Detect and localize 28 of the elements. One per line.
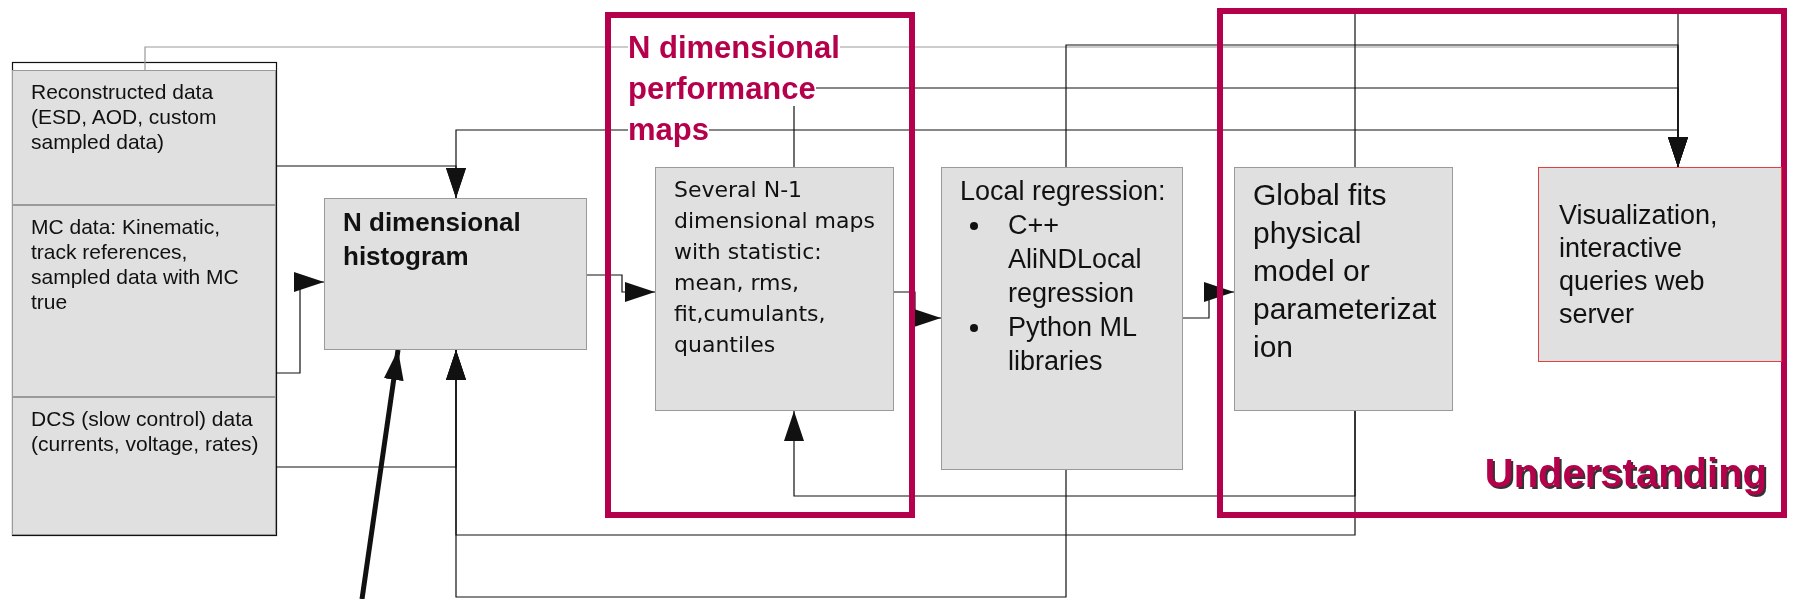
bullet-text: C++ AliNDLocal regression: [1008, 210, 1142, 308]
box-text: Reconstructed data (ESD, AOD, custom sampled data): [30, 79, 218, 154]
process-box: [655, 167, 894, 411]
group-frame: [605, 12, 915, 518]
arrow: [784, 410, 1356, 497]
box-text: N dimensional histogram: [342, 206, 522, 273]
process-box: [324, 198, 587, 350]
box-text: Visualization, interactive queries web server: [1558, 198, 1719, 331]
process-box: [941, 167, 1183, 470]
process-box: [12, 70, 276, 205]
group-title: Understanding: [1484, 450, 1767, 496]
arrow: [893, 291, 942, 328]
arrow: [275, 272, 325, 374]
arrow: [446, 349, 1067, 598]
process-box: [12, 397, 276, 535]
box-text: Several N-1 dimensional maps with statistic: mean, rms, fit,cumulants, quantiles: [673, 176, 876, 359]
box-heading: Local regression:: [959, 175, 1167, 208]
box-text: Global fits physical model or parameterization: [1252, 177, 1438, 365]
bullet-text: Python ML libraries: [1008, 312, 1137, 376]
output-box: [1538, 167, 1782, 362]
thick-arrow: [359, 349, 404, 599]
process-box: [1234, 167, 1453, 411]
arrow: [586, 274, 656, 302]
process-box: [12, 205, 276, 397]
group-frame: [1217, 8, 1787, 518]
arrow: [1182, 282, 1235, 319]
box-text: MC data: Kinematic, track references, sampled data with MC true: [30, 214, 240, 314]
box-text: DCS (slow control) data (currents, voltage, rates): [30, 406, 260, 456]
